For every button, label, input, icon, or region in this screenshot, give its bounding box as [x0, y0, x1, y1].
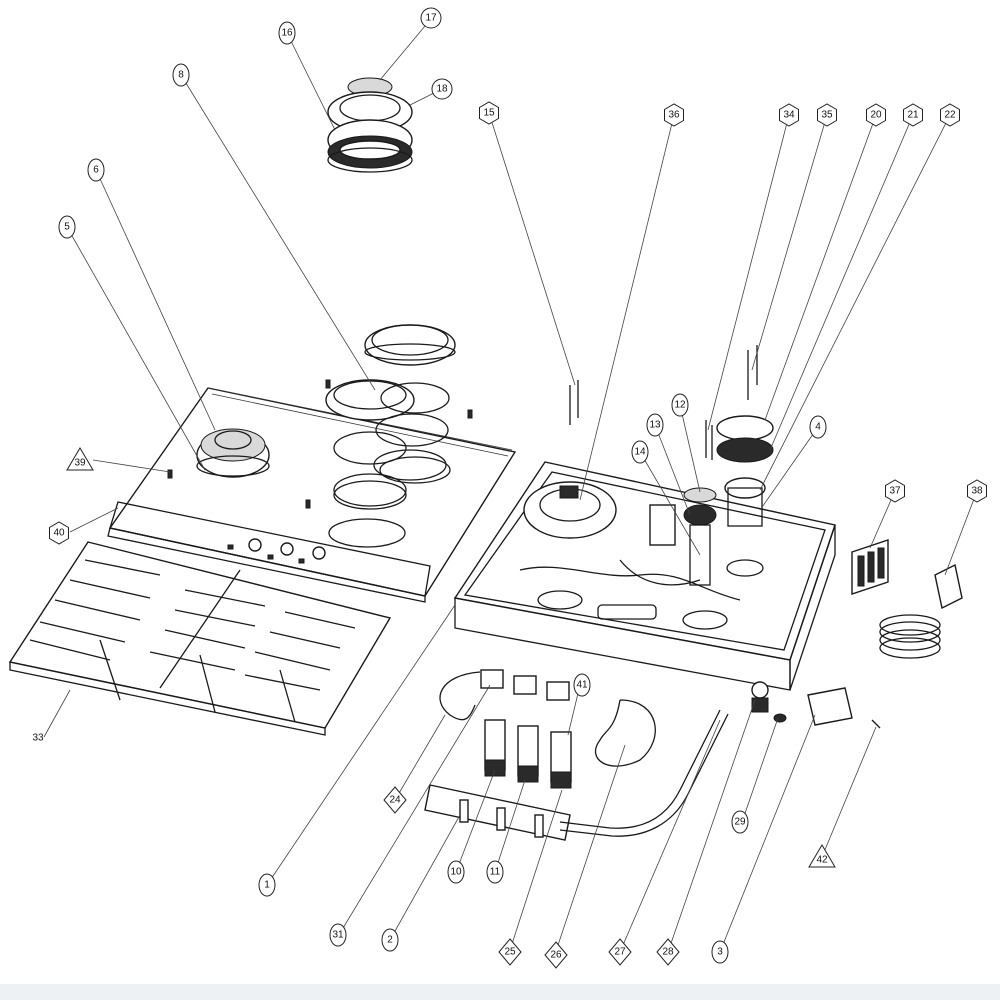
leader-lines: [43, 19, 978, 955]
callout-label-40: 40: [53, 528, 65, 539]
callout-marker-20: [866, 103, 886, 127]
callout-marker-18: [431, 78, 453, 100]
callout-marker-31: [329, 923, 347, 947]
callout-marker-35: [817, 103, 837, 127]
wok-burner-assembly: [327, 77, 413, 173]
pan-support-grates: [8, 541, 392, 736]
callout-marker-6: [87, 158, 105, 182]
burner-cap-small: [196, 428, 270, 478]
callout-marker-12: [671, 393, 689, 417]
terminal-block: [851, 539, 889, 595]
callout-label-28: 28: [662, 947, 674, 958]
callout-label-33: 33: [32, 733, 44, 744]
ignition-electrodes: [569, 345, 758, 460]
callout-marker-25: [498, 938, 522, 966]
callout-label-12: 12: [674, 400, 686, 411]
callout-label-31: 31: [332, 930, 344, 941]
callout-marker-22: [940, 103, 960, 127]
callout-label-42: 42: [816, 855, 828, 866]
callout-label-25: 25: [504, 947, 516, 958]
callout-label-6: 6: [93, 165, 99, 176]
callout-label-22: 22: [944, 110, 956, 121]
gas-valve-assembly: [424, 669, 572, 841]
callout-label-27: 27: [614, 947, 626, 958]
callout-marker-24: [383, 786, 407, 814]
callout-marker-8: [172, 63, 190, 87]
callout-label-17: 17: [425, 13, 437, 24]
callout-marker-17: [420, 7, 442, 29]
callout-label-1: 1: [264, 880, 270, 891]
callout-label-18: 18: [436, 84, 448, 95]
callout-marker-14: [631, 440, 649, 464]
callout-label-8: 8: [178, 70, 184, 81]
callout-label-13: 13: [649, 420, 661, 431]
callout-label-5: 5: [64, 222, 70, 233]
callout-label-15: 15: [483, 108, 495, 119]
callout-marker-4: [809, 415, 827, 439]
callout-marker-39: [66, 447, 94, 471]
tray-burner-base: [519, 481, 764, 630]
callout-marker-37: [885, 479, 905, 503]
callout-label-39: 39: [74, 458, 86, 469]
callout-label-10: 10: [450, 867, 462, 878]
callout-label-35: 35: [821, 110, 833, 121]
gas-pipes: [439, 671, 729, 837]
callout-marker-29: [731, 810, 749, 834]
callout-marker-11: [486, 860, 504, 884]
callout-label-11: 11: [490, 867, 501, 878]
callout-label-20: 20: [870, 110, 882, 121]
callout-label-4: 4: [815, 422, 821, 433]
small-parts: [751, 681, 881, 729]
callout-label-16: 16: [281, 28, 293, 39]
callout-label-36: 36: [668, 110, 680, 121]
callout-marker-28: [656, 938, 680, 966]
callout-marker-3: [711, 940, 729, 964]
callout-marker-26: [544, 941, 568, 969]
callout-label-3: 3: [717, 947, 723, 958]
callout-marker-40: [49, 521, 69, 545]
callout-label-38: 38: [971, 486, 983, 497]
callout-label-21: 21: [907, 110, 919, 121]
callout-label-34: 34: [783, 110, 795, 121]
callout-label-14: 14: [634, 447, 646, 458]
callout-marker-38: [967, 479, 987, 503]
callout-marker-16: [278, 21, 296, 45]
callout-marker-34: [779, 103, 799, 127]
callout-marker-10: [447, 860, 465, 884]
callout-marker-36: [664, 103, 684, 127]
power-cable: [879, 563, 963, 659]
callout-marker-42: [808, 844, 836, 868]
callout-marker-27: [608, 938, 632, 966]
callout-marker-2: [381, 928, 399, 952]
callout-label-24: 24: [389, 795, 401, 806]
callout-marker-21: [903, 103, 923, 127]
callout-label-37: 37: [889, 486, 901, 497]
callout-marker-1: [258, 873, 276, 897]
callout-label-41: 41: [576, 680, 588, 691]
callout-marker-41: [573, 673, 591, 697]
burner-rings-stack: [325, 324, 456, 510]
callout-marker-5: [58, 215, 76, 239]
callout-label-29: 29: [734, 817, 746, 828]
callout-label-26: 26: [550, 950, 562, 961]
footer-band: [0, 984, 1000, 1000]
callout-label-2: 2: [387, 935, 393, 946]
base-tray: [453, 461, 836, 691]
callout-marker-15: [479, 101, 499, 125]
callout-marker-13: [646, 413, 664, 437]
